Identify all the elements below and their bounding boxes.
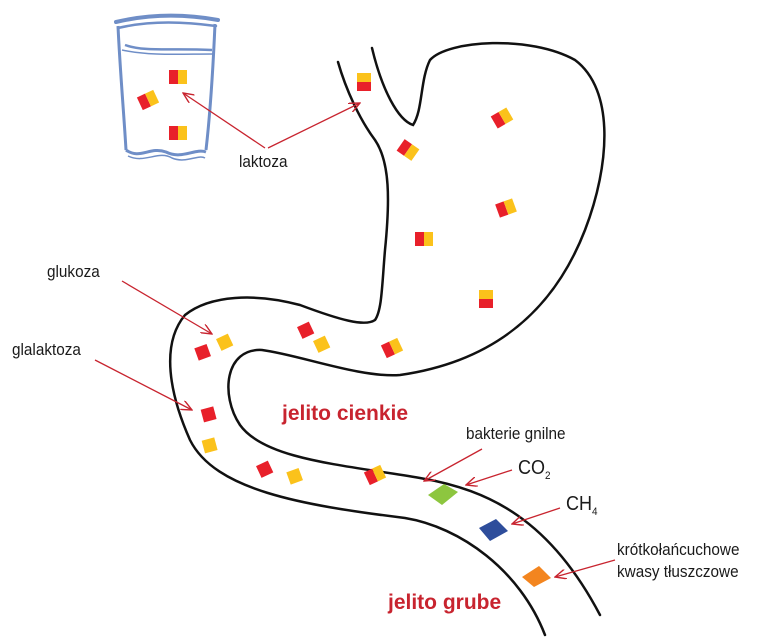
glucose-2 (297, 322, 314, 339)
lactose-stomach-4 (479, 290, 493, 308)
arrow-bakterie (424, 449, 482, 481)
co2-marker (428, 484, 458, 505)
lactose-glass-2 (137, 90, 159, 110)
galactose-1 (216, 334, 233, 351)
glucose-1 (194, 344, 211, 361)
arrow-laktoza-glass (183, 93, 265, 148)
glucose-4 (256, 461, 273, 478)
label-jelito-grube: jelito grube (388, 593, 501, 613)
galactose-2 (313, 336, 330, 353)
lactose-glass-3 (169, 126, 187, 140)
label-bakterie-gnilne: bakterie gnilne (466, 424, 566, 444)
lactose-esophagus-2 (397, 139, 420, 161)
lactose-intestine-1 (364, 465, 386, 485)
label-co2: CO2 (518, 458, 551, 486)
scfa-marker (522, 566, 551, 587)
lactose-stomach-3 (415, 232, 433, 246)
label-ch4: CH4 (566, 494, 598, 522)
lactose-stomach-2 (495, 198, 517, 217)
glucose-3 (201, 406, 217, 422)
digestive-tract-outline (170, 43, 604, 635)
label-jelito-cienkie: jelito cienkie (282, 404, 408, 424)
arrow-galaktoza (95, 360, 192, 410)
ch4-marker (479, 519, 508, 541)
arrow-co2 (466, 470, 512, 485)
lactose-stomach-5 (381, 338, 403, 358)
label-laktoza: laktoza (239, 152, 287, 172)
label-glukoza: glukoza (47, 262, 100, 282)
arrow-kwasy (555, 560, 615, 577)
label-galaktoza: glalaktoza (12, 340, 81, 360)
label-kwasy-line2: kwasy tłuszczowe (617, 562, 739, 582)
lactose-esophagus-1 (357, 73, 371, 91)
lactose-glass-1 (169, 70, 187, 84)
esophagus-right-wall (228, 43, 604, 615)
galactose-3 (202, 437, 218, 453)
label-kwasy-line1: krótkołańcuchowe (617, 540, 739, 560)
lactose-stomach-1 (491, 107, 514, 128)
glass-of-milk (116, 16, 218, 160)
arrow-laktoza-esophagus (268, 103, 360, 148)
galactose-4 (286, 468, 303, 485)
